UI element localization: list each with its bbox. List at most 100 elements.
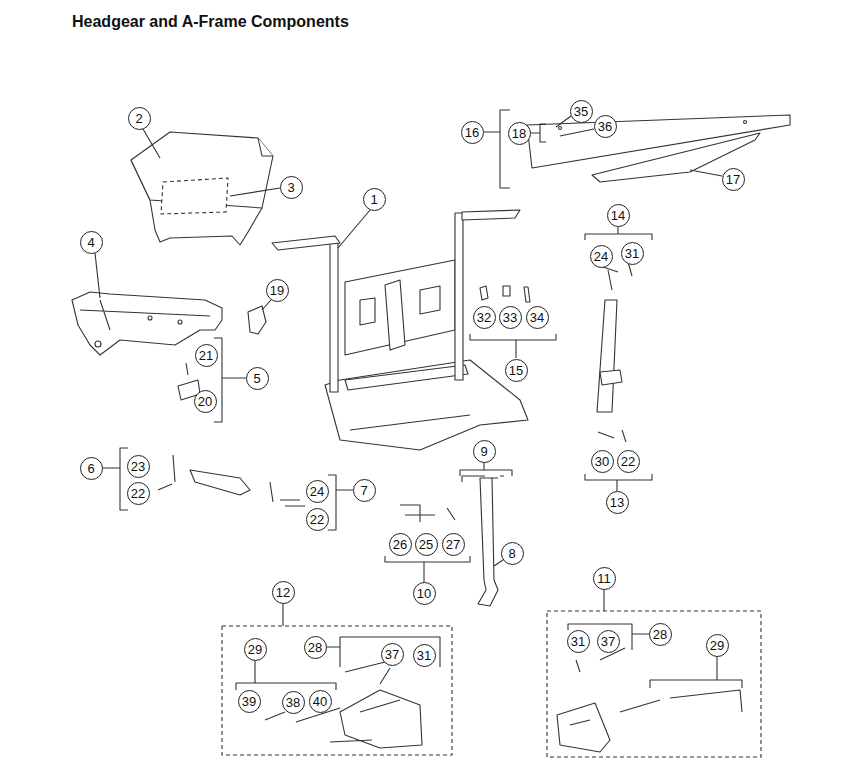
callout-number: 5 <box>246 367 269 390</box>
a-frame-part <box>272 236 340 250</box>
lift-bar-part <box>744 121 747 124</box>
callout-number: 3 <box>280 176 303 199</box>
a-frame-part <box>330 243 338 392</box>
callout-text: 31 <box>625 247 639 260</box>
callout-text: 37 <box>385 648 399 661</box>
bracket <box>328 475 353 530</box>
mount-frame-part <box>178 320 182 324</box>
callout-number: 11 <box>593 567 616 590</box>
bracket <box>530 124 546 142</box>
cylinder-part <box>600 370 622 385</box>
hitch-plate-part <box>265 648 742 752</box>
cylinder-part <box>598 430 626 442</box>
callout-number: 10 <box>413 582 436 605</box>
callout-text: 17 <box>726 173 740 186</box>
a-frame-part <box>325 360 528 450</box>
pin-part <box>190 470 250 495</box>
bracket <box>484 110 510 188</box>
leader-line <box>95 116 722 566</box>
hitch-plate-part <box>265 662 390 722</box>
bracket <box>460 462 512 476</box>
callout-number: 7 <box>353 479 376 502</box>
callout-text: 39 <box>242 695 256 708</box>
callout-number: 24 <box>590 245 613 268</box>
callout-number: 37 <box>597 630 620 653</box>
bracket <box>236 660 336 690</box>
cylinder-part <box>597 300 617 412</box>
callout-text: 34 <box>530 311 544 324</box>
bracket <box>568 624 649 650</box>
hitch-kit-box <box>222 611 761 757</box>
callout-text: 25 <box>419 538 433 551</box>
callout-number: 30 <box>591 450 614 473</box>
callout-number: 4 <box>80 231 103 254</box>
callout-text: 23 <box>131 460 145 473</box>
bracket <box>650 656 742 688</box>
mount-frame-part <box>80 300 210 330</box>
bracket <box>585 474 652 491</box>
callout-number: 34 <box>526 306 549 329</box>
hardware-part <box>480 286 530 302</box>
hitch-plate-part <box>330 690 422 748</box>
pin-part <box>158 455 175 490</box>
callout-number: 17 <box>722 168 745 191</box>
bracket <box>585 227 652 240</box>
callout-text: 28 <box>308 641 322 654</box>
callout-text: 36 <box>598 120 612 133</box>
callout-text: 27 <box>446 538 460 551</box>
callout-text: 3 <box>287 181 294 194</box>
mount-frame-part <box>148 316 152 320</box>
bracket <box>102 110 742 690</box>
callout-text: 12 <box>276 586 290 599</box>
callout-number: 36 <box>594 115 617 138</box>
leader-line <box>95 253 100 298</box>
leader-line <box>494 560 503 566</box>
a-frame-part <box>455 213 463 380</box>
callout-text: 31 <box>417 649 431 662</box>
callout-number: 23 <box>127 455 150 478</box>
callout-text: 26 <box>393 538 407 551</box>
callout-text: 8 <box>508 547 515 560</box>
callout-text: 18 <box>512 127 526 140</box>
callout-number: 9 <box>473 440 496 463</box>
leader-line <box>556 116 571 127</box>
callout-number: 29 <box>706 634 729 657</box>
callout-number: 12 <box>272 581 295 604</box>
leader-line <box>262 300 271 310</box>
callout-text: 40 <box>313 695 327 708</box>
callout-text: 32 <box>477 311 491 324</box>
bracket <box>385 556 470 582</box>
callout-number: 13 <box>606 491 629 514</box>
callout-text: 9 <box>480 445 487 458</box>
callout-text: 35 <box>574 105 588 118</box>
callout-number: 27 <box>442 533 465 556</box>
jack-stand-part <box>478 478 498 606</box>
callout-number: 32 <box>473 306 496 329</box>
callout-text: 20 <box>198 395 212 408</box>
lift-bar-part <box>559 127 562 130</box>
callout-number: 16 <box>461 121 484 144</box>
wear-pad-part <box>248 306 266 334</box>
pin-part <box>186 363 188 375</box>
callout-number: 6 <box>80 457 103 480</box>
callout-text: 15 <box>509 364 523 377</box>
callout-number: 31 <box>621 242 644 265</box>
callout-text: 5 <box>253 372 260 385</box>
lift-bar-part <box>527 115 790 182</box>
callout-text: 22 <box>310 513 324 526</box>
a-frame-part <box>272 210 528 450</box>
callout-number: 33 <box>499 306 522 329</box>
callout-number: 31 <box>567 630 590 653</box>
bracket <box>326 637 440 667</box>
callout-text: 31 <box>571 635 585 648</box>
cover-part <box>161 178 228 214</box>
a-frame-part <box>462 210 520 220</box>
hitch-plate-part <box>557 703 610 752</box>
callout-text: 6 <box>87 462 94 475</box>
a-frame-part <box>345 365 468 390</box>
bracket <box>283 589 604 626</box>
pin-part <box>270 482 305 506</box>
callout-text: 30 <box>595 455 609 468</box>
pin-part <box>158 455 455 522</box>
cover-part <box>131 132 273 245</box>
